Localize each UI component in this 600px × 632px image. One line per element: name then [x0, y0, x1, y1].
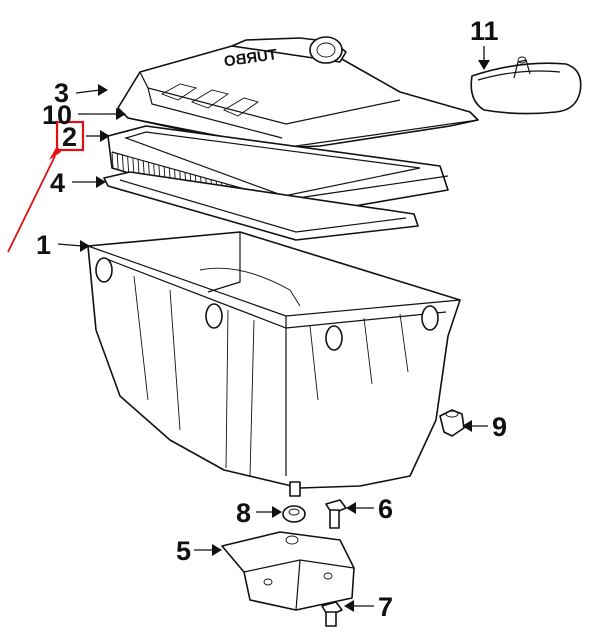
part-9-grommet	[439, 409, 465, 437]
callout-number-1: 1	[36, 230, 51, 260]
callout-number-4: 4	[50, 168, 65, 198]
callout-number-3: 3	[54, 78, 69, 108]
callout-number-8: 8	[236, 498, 251, 528]
part-4-gasket	[103, 171, 419, 241]
callout-number-9: 9	[492, 412, 507, 442]
part-5-bracket	[221, 531, 355, 611]
part-7-bolt	[321, 601, 343, 627]
filter-pleat	[132, 157, 135, 174]
callout-2-highlight	[7, 120, 85, 253]
filter-pleat	[127, 156, 130, 173]
part-3-air-cleaner-cover: TURBO	[117, 36, 479, 149]
callout-number-6: 6	[378, 494, 393, 524]
callout-number-5: 5	[176, 536, 191, 566]
part-6-bolt	[325, 499, 347, 529]
callout-number-2: 2	[62, 122, 77, 152]
callout-numbers: 11 3 10 2 4 1 9 8 6 5 7	[36, 16, 507, 622]
callout-number-11: 11	[470, 16, 499, 46]
callout-leaders	[57, 46, 490, 612]
part-11-intake-duct	[470, 56, 582, 115]
part-8-nut	[282, 505, 306, 523]
callout-number-7: 7	[378, 592, 393, 622]
filter-pleat	[121, 154, 124, 171]
filter-pleat	[116, 153, 119, 170]
callout-2-highlight-box	[55, 120, 85, 152]
filter-pleat	[111, 151, 114, 169]
highlight-pointer-line	[7, 155, 56, 253]
part-1-housing	[87, 231, 461, 497]
callout-number-10: 10	[42, 100, 72, 130]
